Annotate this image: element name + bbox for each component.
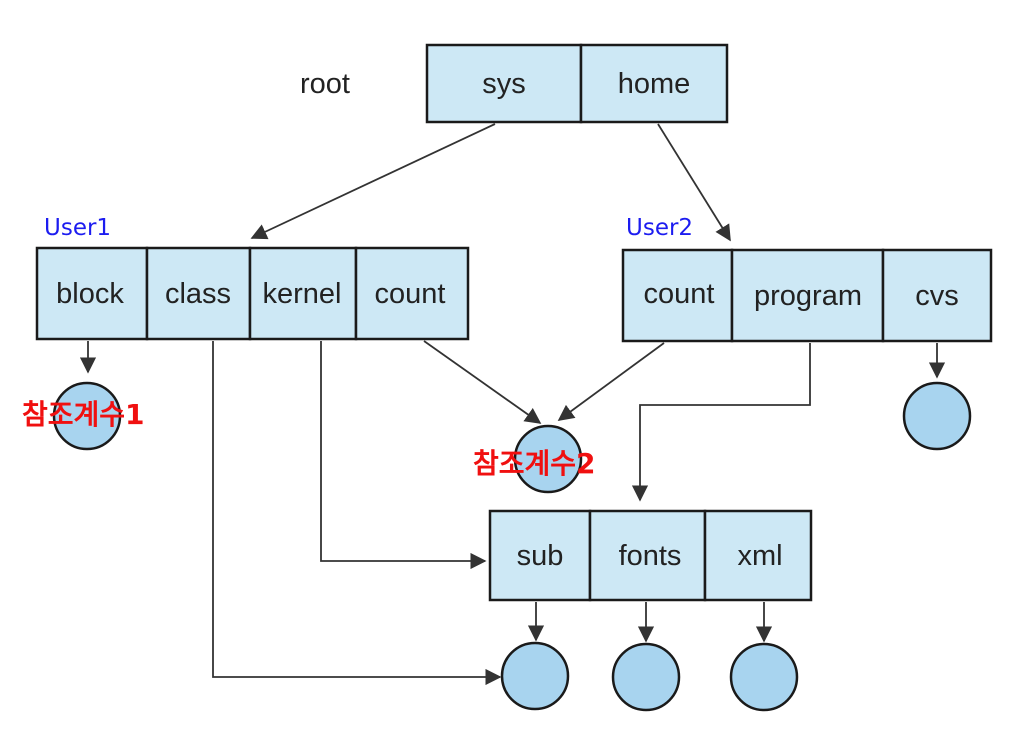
file-nodes	[52, 381, 972, 712]
user2-entry-cvs: cvs	[915, 280, 959, 312]
user2-entry-program: program	[754, 280, 862, 312]
user1-cell-class	[145, 246, 252, 341]
user1-entry-count: count	[375, 278, 446, 310]
file-node-class	[500, 641, 570, 711]
file-node-shared-count	[513, 424, 583, 494]
user1-cell-kernel	[248, 246, 358, 341]
edges	[79, 123, 946, 686]
user1-directory: block class kernel count	[35, 246, 470, 341]
user1-entry-class: class	[165, 278, 231, 310]
user2-label: User2	[626, 215, 693, 241]
file-node-fonts	[611, 642, 681, 712]
subdir-cell-sub	[488, 509, 592, 602]
shared-subdirectory: sub fonts xml	[488, 509, 813, 602]
user1-cell-block	[35, 246, 149, 341]
subdir-entry-xml: xml	[737, 540, 782, 572]
edge-home-to-user2	[657, 123, 731, 242]
user2-directory: count program cvs	[621, 248, 993, 343]
subdir-cell-xml	[703, 509, 813, 602]
root-label: root	[300, 68, 350, 100]
file-node-xml	[729, 642, 799, 712]
file-node-block	[52, 381, 122, 451]
user1-entry-block: block	[56, 278, 124, 310]
user2-cell-cvs	[881, 248, 993, 343]
file-node-cvs	[902, 381, 972, 451]
edge-class-to-file	[212, 341, 502, 686]
user2-cell-count	[621, 248, 734, 343]
edge-program-to-subdir	[631, 343, 811, 502]
root-directory: sys home	[425, 43, 729, 124]
subdir-cell-fonts	[588, 509, 707, 602]
user1-entry-kernel: kernel	[263, 278, 342, 310]
root-cell-home	[579, 43, 729, 124]
ref-count-label-1: 참조계수1	[22, 398, 145, 431]
ref-count-label-2: 참조계수2	[473, 447, 596, 480]
root-entry-sys: sys	[482, 68, 526, 100]
user2-entry-count: count	[644, 278, 715, 310]
edge-kernel-to-subdir	[320, 341, 487, 570]
root-cell-sys	[425, 43, 583, 124]
root-entry-home: home	[618, 68, 691, 100]
subdir-entry-sub: sub	[517, 540, 564, 572]
user1-cell-count	[354, 246, 470, 341]
edge-user1-count-to-shared-file	[423, 340, 542, 424]
edge-user2-count-to-shared-file	[557, 342, 665, 421]
user1-label: User1	[44, 215, 111, 241]
edge-sys-to-user1	[250, 123, 496, 240]
subdir-entry-fonts: fonts	[619, 540, 682, 572]
